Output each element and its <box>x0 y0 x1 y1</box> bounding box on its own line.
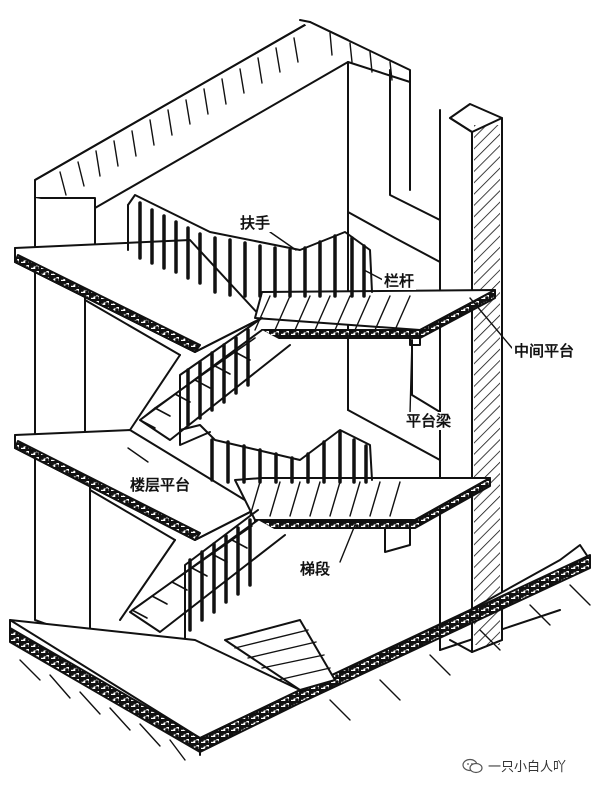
hatched-column <box>449 103 503 653</box>
watermark-text: 一只小白人吖 <box>488 760 567 775</box>
label-floor-landing: 楼层平台 <box>128 476 193 494</box>
lower-landing <box>234 477 491 553</box>
label-middle-landing: 中间平台 <box>512 342 577 360</box>
label-handrail: 扶手 <box>238 214 273 232</box>
label-landing-beam: 平台梁 <box>404 412 454 430</box>
upper-railing <box>127 194 373 298</box>
lower-railing <box>179 424 373 484</box>
ground-slab <box>9 544 591 761</box>
label-stair-flight: 梯段 <box>298 560 333 578</box>
wechat-icon <box>462 758 483 773</box>
parapet-wall <box>34 19 411 256</box>
lower-flight <box>119 509 286 641</box>
upper-landing <box>254 289 496 346</box>
leader-lines <box>127 231 513 563</box>
watermark: 一只小白人吖 <box>462 756 566 775</box>
label-baluster: 栏杆 <box>382 272 417 290</box>
upper-flight <box>129 317 291 446</box>
